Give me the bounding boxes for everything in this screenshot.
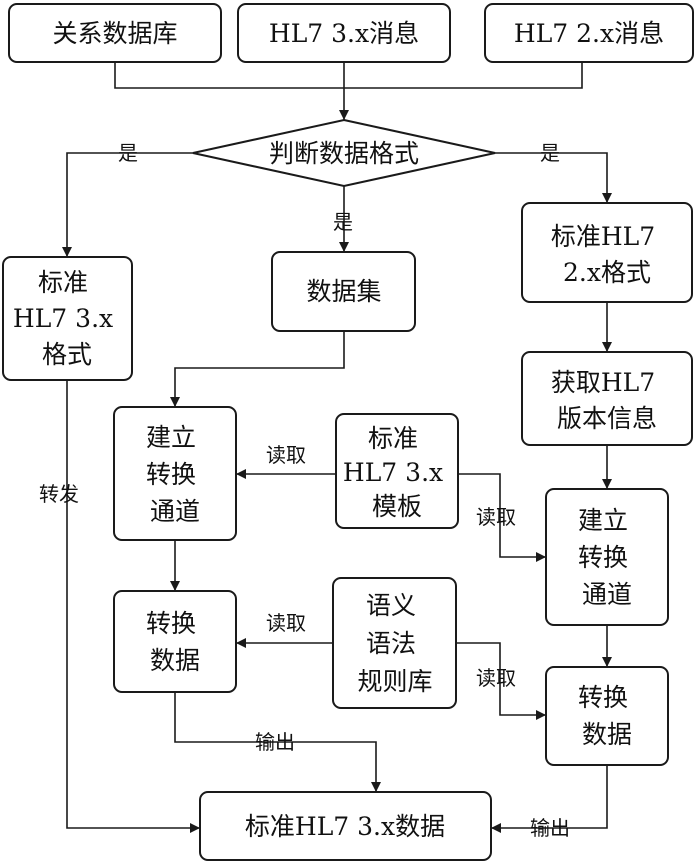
node-text: 语义 语法 规则库 [357,591,432,696]
edge-relational-db-to-judge [114,62,344,89]
connectors [62,62,612,833]
label-yes-right: 是 [540,141,560,165]
node-std-hl7-2x-format: 标准HL7 2.x格式 [521,202,693,303]
label-output-left: 输出 [255,730,295,754]
edge-template-to-channel-right [458,473,546,562]
node-text: 关系数据库 [52,19,177,48]
node-std-hl7-3x-template: 标准 HL7 3.x 模板 [335,413,459,529]
node-text: 标准 HL7 3.x 模板 [343,424,451,521]
edge-judge-to-std-2x [495,152,612,203]
node-std-hl7-3x-data: 标准HL7 3.x数据 [199,791,492,861]
label-read-rules-left: 读取 [266,611,306,635]
node-text: 转换 数据 [146,609,204,675]
node-text: 标准HL7 2.x格式 [551,222,663,287]
node-judge-format: 判断数据格式 [192,118,496,188]
label-output-right: 输出 [530,816,570,840]
node-hl7-2x-message: HL7 2.x消息 [484,3,694,63]
label-read-rules-right: 读取 [476,666,516,690]
label-read-template-left: 读取 [266,443,306,467]
edge-hl7-2x-to-judge [344,62,583,89]
node-text: 获取HL7 版本信息 [551,368,663,433]
edge-judge-to-std-3x [62,152,193,257]
edge-rules-to-convert-right [456,642,546,720]
node-text: 数据集 [306,277,381,306]
label-yes-middle: 是 [333,210,353,234]
label-yes-left: 是 [118,141,138,165]
node-hl7-3x-message: HL7 3.x消息 [237,3,451,63]
edge-labels: 是 是 是 转发 读取 读取 读取 读取 输出 输出 [39,141,570,840]
edge-std-3x-forward-to-output [66,380,200,833]
node-std-hl7-3x-format: 标准 HL7 3.x 格式 [2,256,133,381]
node-text: 判断数据格式 [269,139,419,168]
node-text: 建立 转换 通道 [146,423,204,526]
node-text: 建立 转换 通道 [578,506,636,609]
node-text: 标准 HL7 3.x 格式 [13,268,121,369]
node-build-channel-right: 建立 转换 通道 [545,488,669,626]
node-semantic-rules: 语义 语法 规则库 [332,577,457,709]
node-text: HL7 3.x消息 [269,19,419,48]
label-read-template-right: 读取 [476,505,516,529]
edge-convert-right-to-output [491,765,608,833]
node-convert-left: 转换 数据 [113,590,237,693]
node-convert-right: 转换 数据 [545,666,669,766]
node-text: HL7 2.x消息 [514,19,664,48]
node-relational-db: 关系数据库 [8,3,222,63]
node-get-hl7-version: 获取HL7 版本信息 [521,351,693,446]
node-text: 标准HL7 3.x数据 [245,812,445,841]
node-text: 转换 数据 [578,683,636,749]
edge-dataset-to-channel-left [170,331,345,407]
edge-convert-left-to-output [174,692,381,792]
label-forward: 转发 [39,482,79,506]
node-build-channel-left: 建立 转换 通道 [113,406,237,541]
node-dataset: 数据集 [271,251,416,332]
